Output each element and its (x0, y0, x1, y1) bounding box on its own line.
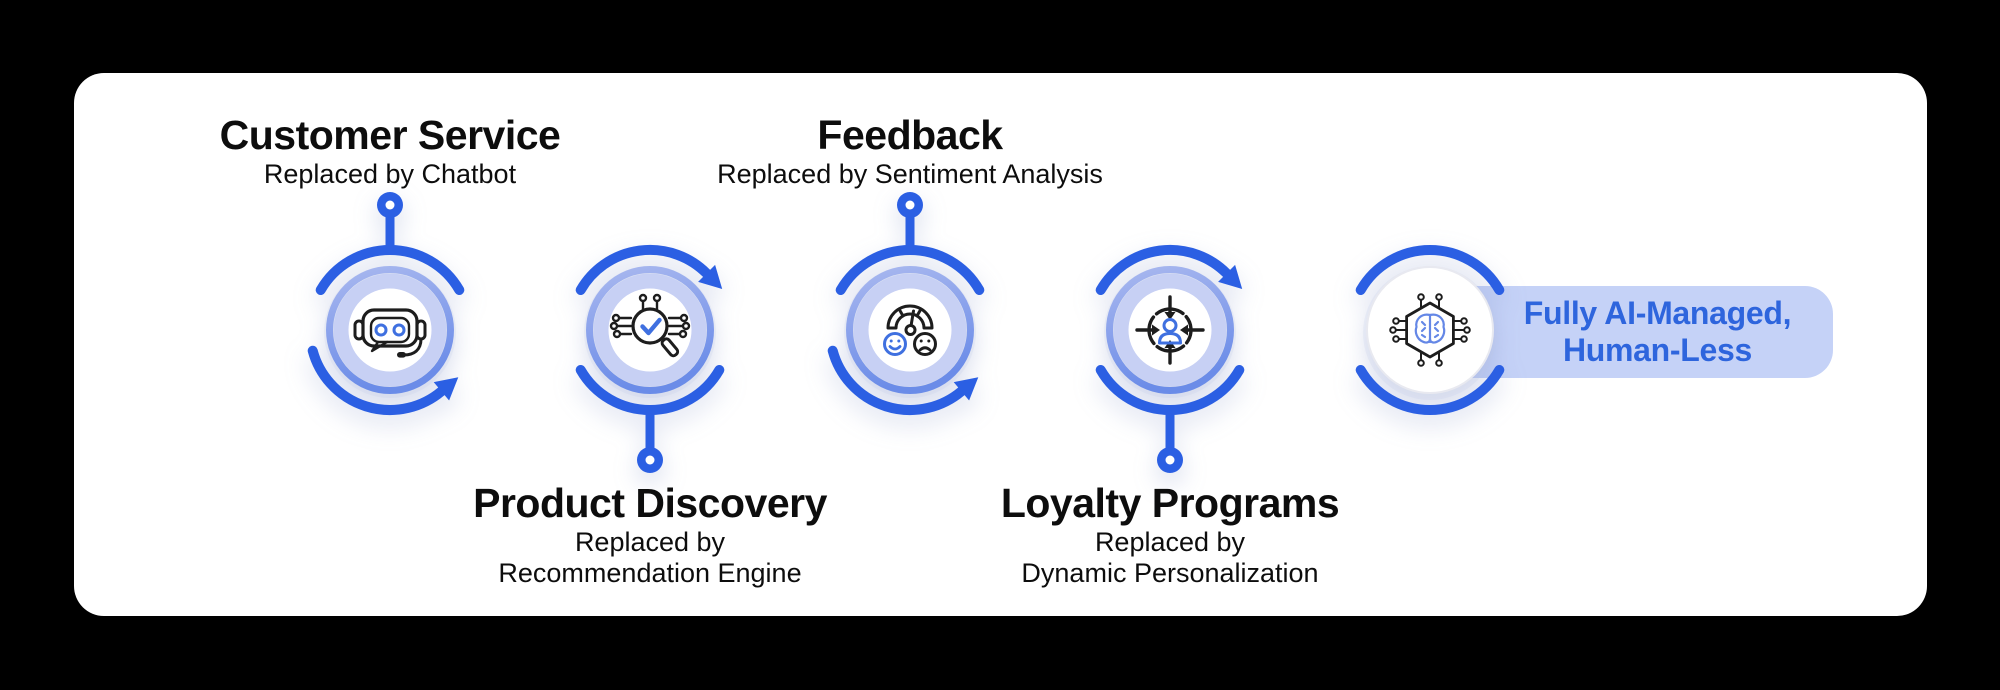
pill-label: Fully AI-Managed, Human-Less (1523, 295, 1792, 368)
arrowhead-icon (953, 377, 979, 401)
ring-inner (1113, 273, 1227, 387)
node-title: Customer Service (219, 112, 561, 158)
ring-outer (586, 266, 714, 394)
label-loyalty-programs: Loyalty Programs Replaced by Dynamic Per… (870, 480, 1470, 589)
node-customer-service (307, 192, 465, 415)
node-subtitle: Replaced by Sentiment Analysis (717, 159, 1103, 189)
label-customer-service: Customer Service Replaced by Chatbot (90, 112, 690, 190)
node-feedback (827, 192, 985, 415)
node-loyalty-programs (1095, 245, 1245, 473)
cycle-arc-bottom (827, 345, 967, 415)
node-fully-ai-managed (1355, 245, 1505, 415)
personalization-target-icon (1135, 295, 1205, 365)
node-subtitle: Replaced by Dynamic Personalization (1021, 527, 1319, 588)
node-subtitle: Replaced by Recommendation Engine (498, 527, 802, 588)
node-title: Product Discovery (473, 480, 827, 526)
chatbot-icon (353, 308, 427, 358)
node-product-discovery (575, 245, 725, 473)
cycle-arc-top (575, 245, 712, 295)
cycle-arc-bottom (1355, 365, 1505, 415)
label-feedback: Feedback Replaced by Sentiment Analysis (610, 112, 1210, 190)
cycle-arc-top (835, 245, 985, 295)
ring-outer (846, 266, 974, 394)
cycle-arc-top (1355, 245, 1505, 295)
arrowhead-icon (433, 377, 459, 401)
sentiment-gauge-icon (883, 304, 937, 356)
arrowhead-icon (1218, 264, 1243, 289)
arrowhead-icon (698, 264, 723, 289)
ring-outer (326, 266, 454, 394)
node-title: Feedback (817, 112, 1003, 158)
cycle-arc-top (315, 245, 465, 295)
ai-brain-icon (1389, 293, 1471, 367)
node-subtitle: Replaced by Chatbot (263, 159, 517, 189)
label-product-discovery: Product Discovery Replaced by Recommenda… (350, 480, 950, 589)
ai-managed-pill: Fully AI-Managed, Human-Less (1442, 286, 1833, 378)
cycle-arc-bottom (307, 345, 447, 415)
recommendation-engine-icon (609, 293, 691, 358)
ring-outer (1106, 266, 1234, 394)
cycle-arc-bottom (1095, 365, 1245, 415)
node-title: Loyalty Programs (1000, 480, 1340, 526)
cycle-arc-bottom (575, 365, 725, 415)
cycle-arc-top (1095, 245, 1232, 295)
